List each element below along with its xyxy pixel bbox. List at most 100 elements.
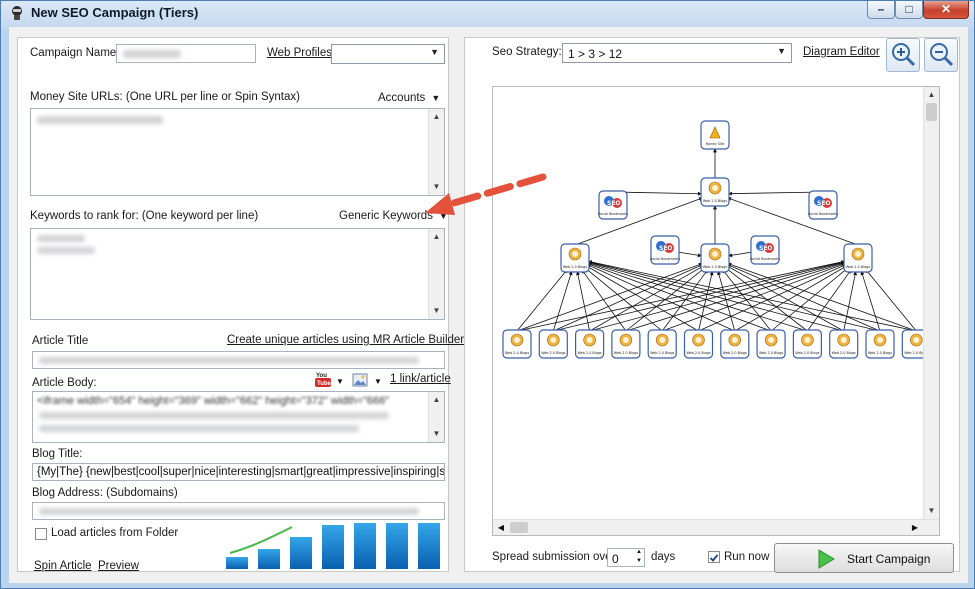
node-label: Web 2.0 Blogs [846, 265, 870, 269]
web20-blog-node[interactable]: Web 2.0 Blogs [700, 177, 730, 207]
web20-blog-node[interactable]: Web 2.0 Blogs [843, 243, 873, 273]
seo-strategy-select[interactable]: 1 > 3 > 12 ▼ [562, 43, 792, 63]
close-button[interactable]: ✕ [923, 1, 969, 19]
vertical-scrollbar[interactable]: ▲▼ [428, 229, 444, 319]
money-site-label: Money Site URLs: (One URL per line or Sp… [30, 91, 300, 103]
keywords-textarea[interactable]: ▲▼ [30, 228, 445, 320]
web20-blog-node[interactable]: Web 2.0 Blogs [720, 329, 750, 359]
diagram-link [865, 269, 917, 332]
web20-blog-node[interactable]: Web 2.0 Blogs [683, 329, 714, 359]
blog-title-input[interactable]: {My|The} {new|best|cool|super|nice|inter… [32, 463, 445, 481]
node-label: Web 2.0 Blogs [577, 351, 601, 355]
diagram-link [553, 260, 846, 332]
spread-days-value: 0 [612, 552, 619, 566]
diagram-link [587, 261, 844, 332]
app-logo-icon [12, 6, 22, 20]
svg-text:You: You [316, 373, 327, 379]
play-icon [818, 549, 835, 569]
zoom-out-button[interactable] [924, 38, 958, 72]
image-icon[interactable] [352, 372, 368, 388]
scroll-up-icon[interactable]: ▲ [927, 90, 936, 99]
scroll-up-icon[interactable]: ▲ [432, 395, 441, 404]
run-now-label: Run now [724, 551, 770, 563]
minimize-icon: – [877, 2, 885, 16]
diagram-link [553, 264, 704, 332]
article-builder-link[interactable]: Create unique articles using MR Article … [227, 334, 465, 346]
web20-blog-node[interactable]: Web 2.0 Blogs [647, 329, 677, 359]
stepper-down-icon[interactable]: ▼ [636, 558, 642, 564]
scroll-thumb[interactable] [926, 103, 937, 121]
link-per-article-link[interactable]: 1 link/article [390, 373, 451, 385]
redacted-text [39, 425, 359, 432]
preview-link[interactable]: Preview [98, 560, 139, 572]
campaign-name-input[interactable] [116, 44, 256, 63]
money-site-urls-textarea[interactable]: ▲▼ [30, 108, 445, 196]
load-articles-checkbox[interactable] [35, 528, 47, 540]
vertical-scrollbar[interactable]: ▲▼ [428, 392, 444, 442]
diagram-link [734, 265, 848, 332]
seo-strategy-panel: Seo Strategy: 1 > 3 > 12 ▼ Diagram Edito… [464, 37, 960, 573]
diagram-link [662, 262, 846, 332]
campaign-name-label: Campaign Name: [30, 47, 120, 59]
diagram-vertical-scrollbar[interactable]: ▲ ▼ [923, 87, 939, 519]
spread-days-stepper[interactable]: 0 ▲ ▼ [607, 548, 645, 567]
diagram-link [516, 260, 846, 332]
stepper-up-icon[interactable]: ▲ [636, 549, 642, 555]
web20-blog-node[interactable]: Web 2.0 Blogs [865, 329, 895, 359]
article-title-input[interactable] [32, 351, 445, 369]
scroll-thumb[interactable] [510, 522, 528, 533]
generic-keywords-dropdown[interactable]: Generic Keywords▼ [339, 210, 448, 222]
web20-blog-node[interactable]: Web 2.0 Blogs [700, 243, 730, 273]
accounts-dropdown[interactable]: Accounts▼ [378, 92, 440, 104]
scroll-up-icon[interactable]: ▲ [432, 232, 441, 241]
vertical-scrollbar[interactable]: ▲▼ [428, 109, 444, 195]
blog-address-input[interactable] [32, 502, 445, 520]
scroll-down-icon[interactable]: ▼ [432, 429, 441, 438]
run-now-checkbox[interactable] [708, 551, 720, 563]
diagram-link [698, 264, 847, 332]
scroll-right-icon[interactable]: ▶ [911, 523, 919, 532]
scroll-down-icon[interactable]: ▼ [432, 182, 441, 191]
web20-blog-node[interactable]: Web 2.0 Blogs [611, 329, 641, 359]
zoom-in-button[interactable] [886, 38, 920, 72]
web20-blog-node[interactable]: Web 2.0 Blogs [792, 329, 822, 359]
web20-blog-node[interactable]: Web 2.0 Blogs [756, 329, 786, 359]
scroll-left-icon[interactable]: ◀ [497, 523, 505, 532]
web20-blog-node[interactable]: Web 2.0 Blogs [538, 329, 568, 359]
web20-blog-node[interactable]: Web 2.0 Blogs [502, 329, 532, 359]
diagram-link [584, 267, 663, 332]
web20-blog-node[interactable]: Web 2.0 Blogs [574, 329, 605, 359]
money-site-node[interactable]: Money Site [700, 120, 730, 150]
diagram-link [728, 191, 824, 196]
web20-blog-node[interactable]: Web 2.0 Blogs [829, 329, 859, 359]
chevron-down-icon: ▼ [438, 211, 448, 221]
minimize-button[interactable]: – [867, 1, 895, 19]
diagram-horizontal-scrollbar[interactable]: ◀ ▶ [493, 519, 939, 535]
scroll-down-icon[interactable]: ▼ [432, 306, 441, 315]
maximize-button[interactable]: □ [895, 1, 923, 19]
redacted-text [123, 50, 181, 58]
diagram-link [581, 269, 627, 332]
web-profiles-link[interactable]: Web Profiles [267, 47, 332, 59]
scroll-up-icon[interactable]: ▲ [432, 112, 441, 121]
scroll-down-icon[interactable]: ▼ [927, 506, 936, 515]
node-label: Social Bookmarks [750, 257, 780, 261]
start-campaign-button[interactable]: Start Campaign [774, 543, 954, 573]
diagram-link [516, 269, 568, 332]
diagram-editor-link[interactable]: Diagram Editor [803, 46, 880, 58]
web-profiles-select[interactable]: ▼ [331, 44, 445, 64]
web20-blog-node[interactable]: Web 2.0 Blogs [901, 329, 923, 359]
article-body-textarea[interactable]: <iframe width="654" height="369" width="… [32, 391, 445, 443]
chevron-down-icon[interactable]: ▼ [336, 377, 344, 386]
spin-article-link[interactable]: Spin Article [34, 560, 92, 572]
diagram-link [722, 269, 772, 332]
web20-blog-node[interactable]: Web 2.0 Blogs [560, 243, 590, 273]
chevron-down-icon[interactable]: ▼ [374, 377, 382, 386]
